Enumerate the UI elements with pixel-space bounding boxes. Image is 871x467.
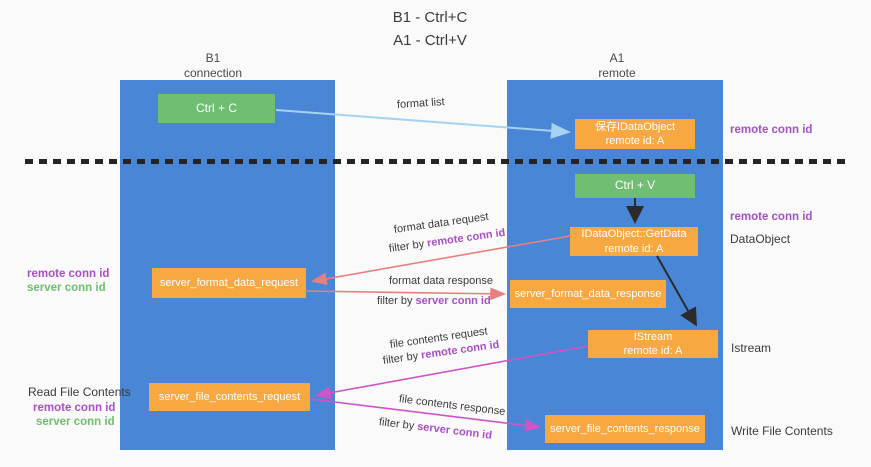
column-header-b1: B1 connection xyxy=(148,51,278,81)
getdata-line1: IDataObject::GetData xyxy=(581,228,687,241)
istream-box: IStream remote id: A xyxy=(588,330,718,358)
server-conn-id-label-format-left: server conn id xyxy=(27,282,106,294)
server-conn-id-label-file-left: server conn id xyxy=(36,416,115,428)
filter-prefix: filter by xyxy=(377,295,416,307)
filter-prefix: filter by xyxy=(382,349,422,367)
format-list-arrow-label: format list xyxy=(396,96,445,111)
filter-file-response-label: filter by server conn id xyxy=(378,416,492,442)
filter-key-server-conn-id: server conn id xyxy=(416,420,493,442)
save-dataobject-line1: 保存IDataObject xyxy=(594,120,676,133)
read-file-contents-label: Read File Contents xyxy=(28,385,131,399)
file-request-label: server_file_contents_request xyxy=(158,390,301,403)
title-line-2: A1 - Ctrl+V xyxy=(393,31,467,49)
istream-margin-label: Istream xyxy=(731,341,772,355)
column-b1-subtitle: connection xyxy=(183,66,243,80)
remote-conn-id-label-file-left: remote conn id xyxy=(33,402,116,414)
filter-prefix: filter by xyxy=(378,416,418,433)
server-format-data-request-box: server_format_data_request xyxy=(152,268,306,298)
column-a1-name: A1 xyxy=(609,51,625,65)
column-b1-name: B1 xyxy=(205,51,221,65)
remote-conn-id-label-mid-right: remote conn id xyxy=(730,211,813,223)
server-format-data-response-box: server_format_data_response xyxy=(510,280,666,308)
server-file-contents-request-box: server_file_contents_request xyxy=(149,383,310,411)
diagram-title: B1 - Ctrl+C A1 - Ctrl+V xyxy=(290,7,570,52)
idataobject-getdata-box: IDataObject::GetData remote id: A xyxy=(570,227,698,256)
ctrl-v-label: Ctrl + V xyxy=(614,178,656,193)
format-data-response-arrow-label: format data response xyxy=(389,275,493,287)
filter-prefix: filter by xyxy=(388,237,428,255)
ctrl-v-box: Ctrl + V xyxy=(575,174,695,198)
ctrl-c-box: Ctrl + C xyxy=(158,94,275,123)
getdata-line2: remote id: A xyxy=(604,242,664,255)
filter-key-remote-conn-id: remote conn id xyxy=(426,226,507,250)
save-dataobject-box: 保存IDataObject remote id: A xyxy=(575,119,695,149)
filter-format-response-label: filter by server conn id xyxy=(377,295,491,307)
dataobject-label: DataObject xyxy=(730,232,791,246)
ctrl-c-label: Ctrl + C xyxy=(195,100,237,115)
file-response-label: server_file_contents_response xyxy=(550,422,700,435)
remote-conn-id-label-format-left: remote conn id xyxy=(27,268,110,280)
column-header-a1: A1 remote xyxy=(552,51,682,81)
istream-line2: remote id: A xyxy=(623,345,683,357)
title-line-1: B1 - Ctrl+C xyxy=(392,9,468,26)
format-request-label: server_format_data_request xyxy=(159,276,299,289)
write-file-contents-label: Write File Contents xyxy=(731,424,833,438)
file-contents-response-arrow-label: file contents response xyxy=(398,393,506,418)
column-a1-subtitle: remote xyxy=(598,66,636,80)
istream-line1: IStream xyxy=(633,330,673,343)
section-divider-dashed-line xyxy=(25,159,847,164)
filter-key-server-conn-id: server conn id xyxy=(415,295,491,307)
server-file-contents-response-box: server_file_contents_response xyxy=(545,415,705,443)
remote-conn-id-label-top-right: remote conn id xyxy=(730,124,813,136)
format-response-label: server_format_data_response xyxy=(514,287,662,300)
save-dataobject-line2: remote id: A xyxy=(605,135,665,147)
arrow-format-data-response xyxy=(305,287,507,301)
